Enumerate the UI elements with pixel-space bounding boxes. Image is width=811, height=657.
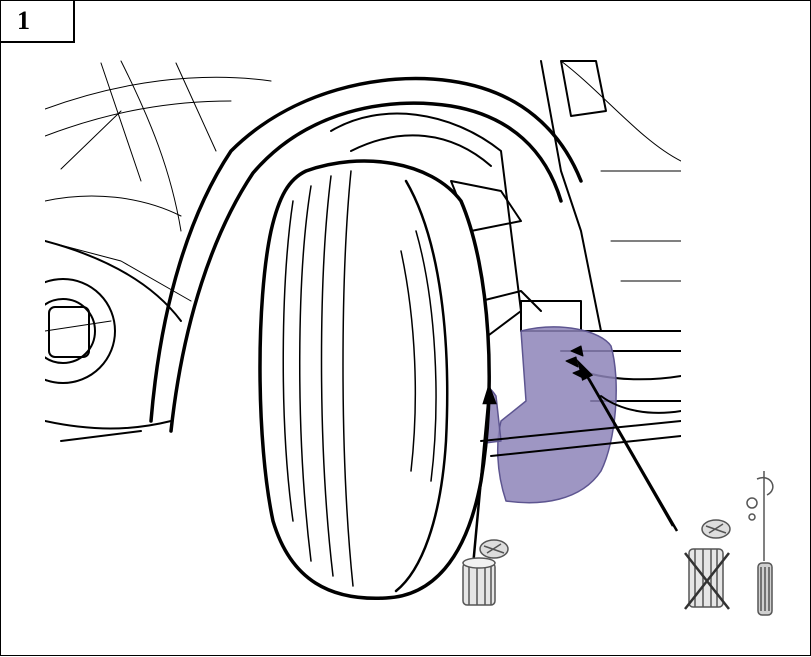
tire (258, 159, 491, 601)
clip-do-not-reuse-icon (684, 519, 731, 610)
lower-sill (480, 395, 681, 457)
inner-liner (330, 60, 681, 402)
right-callout-arrow-2 (587, 378, 679, 532)
left-hub (45, 240, 182, 442)
callout-arrows (471, 358, 679, 567)
step-number-box: 1 (1, 1, 75, 43)
wheel-arch (149, 76, 583, 433)
screwdriver-icon (746, 471, 774, 616)
left-callout-arrow (471, 392, 491, 567)
step-number: 1 (17, 6, 30, 35)
clip-fastener-icon (462, 539, 509, 606)
